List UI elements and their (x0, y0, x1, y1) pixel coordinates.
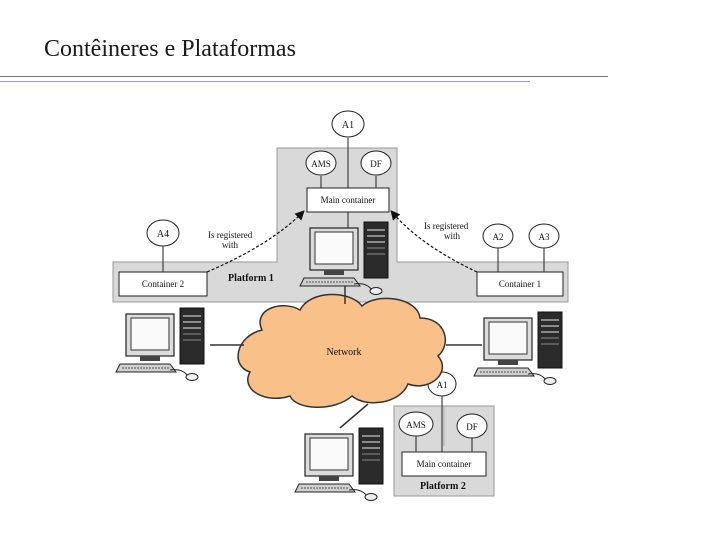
registered-right-line1: Is registered (424, 221, 469, 231)
agent-a1-top (331, 110, 365, 138)
container-2-label: Container 2 (142, 279, 184, 289)
registered-left-line1: Is registered (208, 230, 253, 240)
main-container-bottom (401, 451, 487, 477)
main-container-top-label: Main container (321, 195, 376, 205)
agent-ams-bottom-label: AMS (406, 420, 426, 430)
platform-2-label: Platform 2 (420, 481, 466, 492)
agent-a2-label: A2 (493, 232, 504, 242)
network-cloud (237, 293, 447, 408)
network-label: Network (327, 347, 362, 358)
agent-df-top (360, 150, 392, 176)
agent-a3-label: A3 (539, 232, 550, 242)
slide-title: Contêineres e Plataformas (44, 36, 296, 62)
title-divider-secondary (0, 81, 530, 82)
agent-a1-top-label: A1 (342, 120, 354, 131)
agent-a2 (482, 223, 514, 249)
container-1-box (476, 271, 564, 297)
title-divider (0, 76, 608, 77)
agent-df-bottom (456, 413, 488, 439)
container-1-label: Container 1 (499, 279, 541, 289)
agent-a3 (528, 223, 560, 249)
main-container-bottom-label: Main container (417, 459, 472, 469)
registration-arrow-left (206, 210, 305, 273)
agent-df-top-label: DF (370, 159, 382, 169)
agent-df-bottom-label: DF (466, 422, 478, 432)
container-2-box (118, 271, 208, 297)
computer-platform2 (294, 427, 384, 502)
agent-a4-label: A4 (157, 229, 169, 240)
agent-ams-bottom (398, 411, 434, 437)
agent-a1-bottom-label: A1 (437, 380, 448, 390)
agent-a4 (146, 219, 180, 247)
agent-ams-top (305, 150, 337, 176)
platform-1-label: Platform 1 (228, 273, 274, 284)
computer-container1 (473, 311, 563, 386)
computer-container2 (115, 307, 205, 382)
agent-ams-top-label: AMS (311, 159, 331, 169)
registered-right-line2: with (444, 231, 461, 241)
main-container-top (306, 187, 390, 213)
registered-left-line2: with (222, 240, 239, 250)
registration-arrow-right (390, 210, 478, 273)
